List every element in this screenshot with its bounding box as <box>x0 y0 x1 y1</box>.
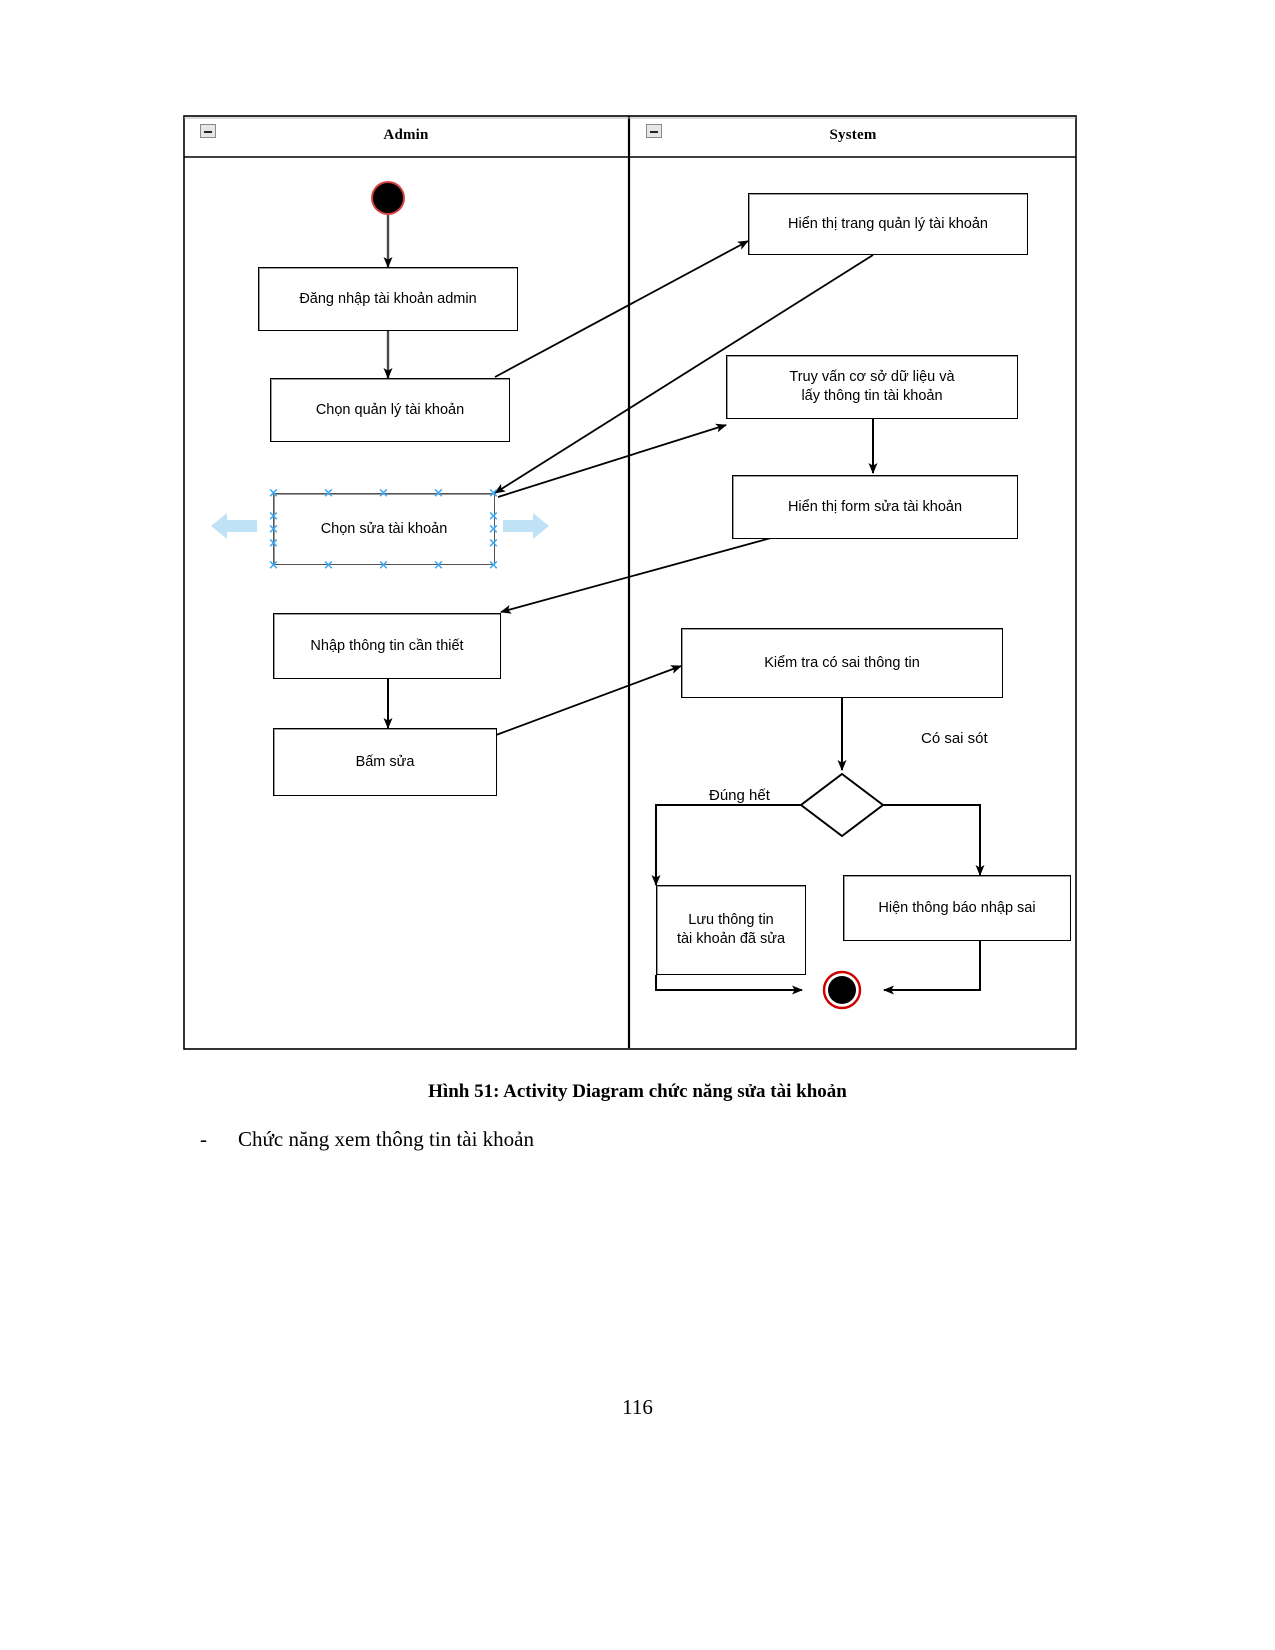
resize-handle-sw[interactable] <box>268 560 279 571</box>
action-node-choose-edit[interactable]: Chọn sửa tài khoản <box>273 493 495 565</box>
swimlane-title-admin: Admin <box>383 127 429 143</box>
action-node-label: Hiển thị trang quản lý tài khoản <box>788 215 988 232</box>
action-node-check-info[interactable]: Kiểm tra có sai thông tin <box>681 628 1003 698</box>
action-node-label: Hiển thị form sửa tài khoản <box>787 498 963 515</box>
action-node-enter-info[interactable]: Nhập thông tin cần thiết <box>273 613 501 679</box>
resize-handle-n[interactable] <box>378 488 389 499</box>
action-node-save-info[interactable]: Lưu thông tin tài khoản đã sửa <box>656 885 806 975</box>
resize-handle-ne[interactable] <box>488 488 499 499</box>
action-node-show-manage[interactable]: Hiển thị trang quản lý tài khoản <box>748 193 1028 255</box>
resize-handle-e-1[interactable] <box>488 511 499 522</box>
edge-label-co-sai-sot: Có sai sót <box>921 730 988 747</box>
resize-handle-s-2[interactable] <box>433 560 444 571</box>
activity-diagram: Admin System Đăng nhập tài khoản admin C… <box>183 115 1077 1050</box>
resize-handle-se[interactable] <box>488 560 499 571</box>
decision-diamond <box>799 772 885 838</box>
resize-handle-s-1[interactable] <box>323 560 334 571</box>
action-node-label-line2: lấy thông tin tài khoản <box>801 388 943 404</box>
action-node-label: Lưu thông tin tài khoản đã sửa <box>677 911 785 948</box>
action-node-show-form[interactable]: Hiển thị form sửa tài khoản <box>732 475 1018 539</box>
swimlane-title-system: System <box>829 127 877 143</box>
action-node-label: Kiểm tra có sai thông tin <box>764 654 920 671</box>
final-node <box>822 970 862 1010</box>
minus-icon[interactable] <box>646 124 662 138</box>
action-node-label: Bấm sửa <box>355 753 415 770</box>
edge-label-dung-het: Đúng hết <box>709 787 770 804</box>
action-node-show-error[interactable]: Hiện thông báo nhập sai <box>843 875 1071 941</box>
figure-caption: Hình 51: Activity Diagram chức năng sửa … <box>428 1081 847 1102</box>
action-node-label: Truy vấn cơ sở dữ liệu và lấy thông tin … <box>789 368 954 405</box>
page-number: 116 <box>622 1395 653 1419</box>
resize-handle-e-2[interactable] <box>488 538 499 549</box>
action-node-label-line2: tài khoản đã sửa <box>676 931 786 947</box>
resize-handle-e[interactable] <box>488 524 499 535</box>
resize-handle-w-2[interactable] <box>268 538 279 549</box>
action-node-label-line1: Truy vấn cơ sở dữ liệu và <box>789 369 955 386</box>
resize-handle-w-1[interactable] <box>268 511 279 522</box>
action-node-label: Chọn sửa tài khoản <box>320 520 448 537</box>
resize-arrow-left-icon[interactable] <box>211 511 257 541</box>
action-node-label: Hiện thông báo nhập sai <box>878 899 1036 916</box>
bullet-dash: - <box>200 1127 207 1151</box>
action-node-login[interactable]: Đăng nhập tài khoản admin <box>258 267 518 331</box>
bullet-text: Chức năng xem thông tin tài khoản <box>238 1127 534 1151</box>
initial-node <box>371 181 405 215</box>
action-node-label: Chọn quản lý tài khoản <box>315 401 465 418</box>
resize-handle-n-2[interactable] <box>433 488 444 499</box>
resize-handle-s[interactable] <box>378 560 389 571</box>
resize-handle-n-1[interactable] <box>323 488 334 499</box>
resize-arrow-right-icon[interactable] <box>503 511 549 541</box>
action-node-label-line1: Lưu thông tin <box>688 912 774 929</box>
action-node-label: Nhập thông tin cần thiết <box>310 637 464 654</box>
action-node-choose-manage[interactable]: Chọn quản lý tài khoản <box>270 378 510 442</box>
resize-handle-w[interactable] <box>268 524 279 535</box>
resize-handle-nw[interactable] <box>268 488 279 499</box>
action-node-query-db[interactable]: Truy vấn cơ sở dữ liệu và lấy thông tin … <box>726 355 1018 419</box>
minus-icon[interactable] <box>200 124 216 138</box>
action-node-click-edit[interactable]: Bấm sửa <box>273 728 497 796</box>
action-node-label: Đăng nhập tài khoản admin <box>299 290 477 307</box>
